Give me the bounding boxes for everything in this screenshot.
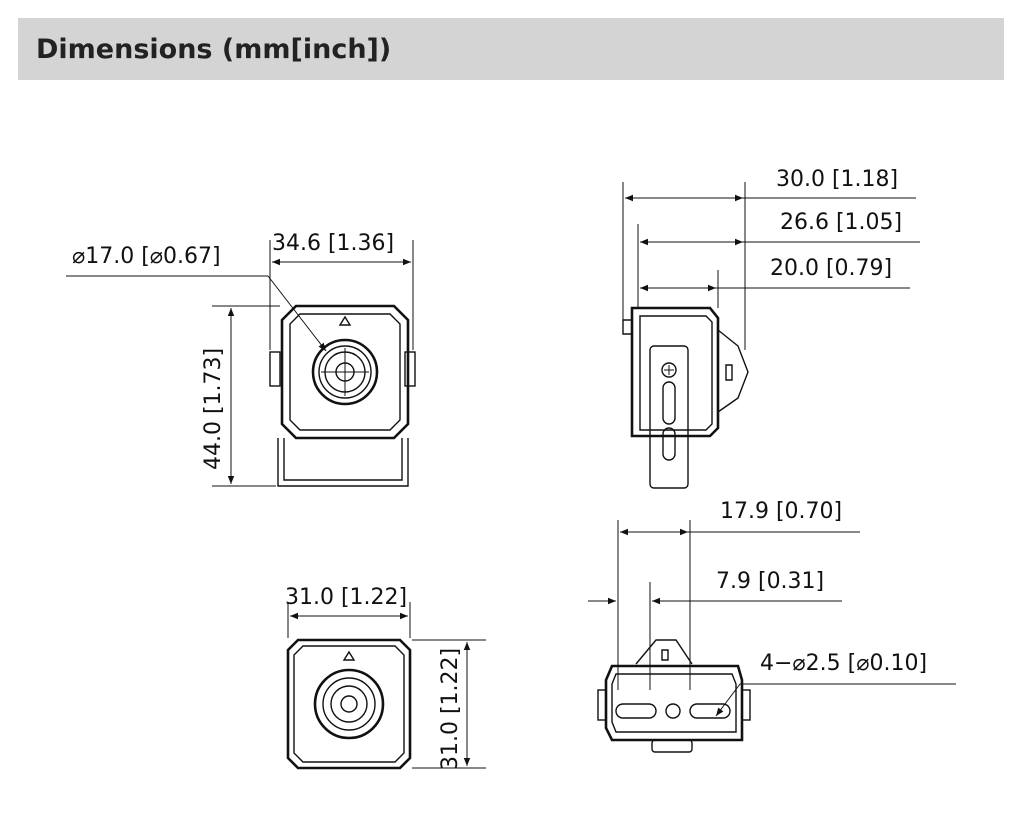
bottom-lens <box>635 639 693 665</box>
screw-icon <box>661 362 677 378</box>
side-bracket <box>649 345 689 489</box>
mount-hole <box>665 703 681 719</box>
span-inner-label: 7.9 [0.31] <box>716 569 824 594</box>
lens <box>311 338 379 406</box>
front-height-label: 44.0 [1.73] <box>201 348 226 470</box>
small-width-label: 31.0 [1.22] <box>285 585 407 610</box>
side-view: 30.0 [1.18] 26.6 [1.05] 20.0 [0.79] <box>622 167 920 489</box>
bottom-bracket-tab <box>651 739 693 753</box>
front-view: ⌀17.0 [⌀0.67] 34.6 [1.36] 44.0 [1.73] <box>66 231 416 487</box>
front-width-label: 34.6 [1.36] <box>272 231 394 256</box>
page-title: Dimensions (mm[inch]) <box>36 33 392 65</box>
mount-slot-right <box>689 703 731 719</box>
bracket-ear-left <box>269 351 281 387</box>
holes-label: 4−⌀2.5 [⌀0.10] <box>760 651 927 676</box>
orientation-mark <box>338 315 352 326</box>
small-lens <box>313 668 385 740</box>
side-connector <box>622 319 633 335</box>
bottom-view: 17.9 [0.70] 7.9 [0.31] 4−⌀2.5 [⌀0.10] <box>588 499 956 753</box>
depth-total-label: 30.0 [1.18] <box>776 167 898 192</box>
bracket-frame <box>277 438 409 487</box>
side-body <box>630 306 720 438</box>
front-view-small: 31.0 [1.22] 31.0 [1.22] <box>285 585 486 770</box>
bottom-body <box>604 664 744 742</box>
span-outer-label: 17.9 [0.70] <box>720 499 842 524</box>
camera-body <box>280 304 410 440</box>
title-bar: Dimensions (mm[inch]) <box>18 18 1004 80</box>
lens-diameter-label: ⌀17.0 [⌀0.67] <box>72 244 221 269</box>
depth-body-label: 20.0 [0.79] <box>770 256 892 281</box>
depth-mid-label: 26.6 [1.05] <box>780 210 902 235</box>
small-body <box>286 638 412 770</box>
bracket-ear-right <box>404 351 416 387</box>
side-lens <box>717 329 749 413</box>
small-height-label: 31.0 [1.22] <box>438 648 463 770</box>
mount-slot-left <box>615 703 657 719</box>
